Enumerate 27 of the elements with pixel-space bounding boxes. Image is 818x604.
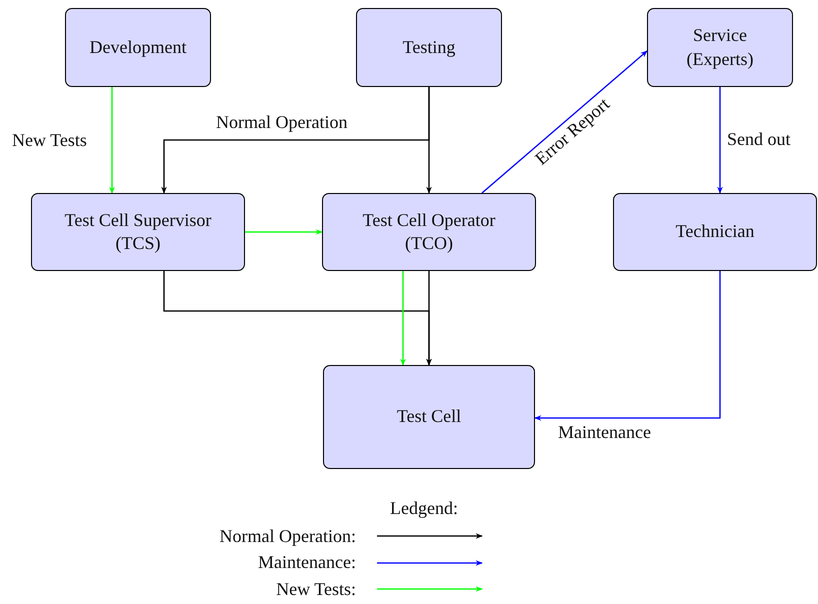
node-label: Testing [402,36,456,59]
legend-label: Normal Operation: [218,526,356,546]
arrow [717,87,723,194]
node-label: Development [90,36,186,59]
node-label: Test Cell Operator (TCO) [362,208,496,255]
edge-label: Normal Operation [216,113,348,133]
arrow [534,271,721,421]
process-box [647,8,793,87]
process-box [613,193,817,271]
arrow [426,271,432,366]
node-label: Technician [676,220,754,244]
legend-label: Maintenance: [257,552,356,573]
process-box [322,193,536,271]
arrow [426,87,432,194]
node-label: Service (Experts) [686,24,754,71]
arrow [109,87,115,194]
legend-label: New Tests: [275,578,356,600]
arrow [482,50,648,194]
arrow [400,271,406,366]
process-box [356,8,502,87]
process-box [323,365,535,469]
legend-title: Ledgend: [390,498,458,519]
process-box [65,8,211,87]
process-box [31,193,245,271]
arrow [245,229,323,235]
node-label: Test Cell Supervisor (TCS) [64,208,212,255]
node-label: Test Cell [396,405,462,428]
